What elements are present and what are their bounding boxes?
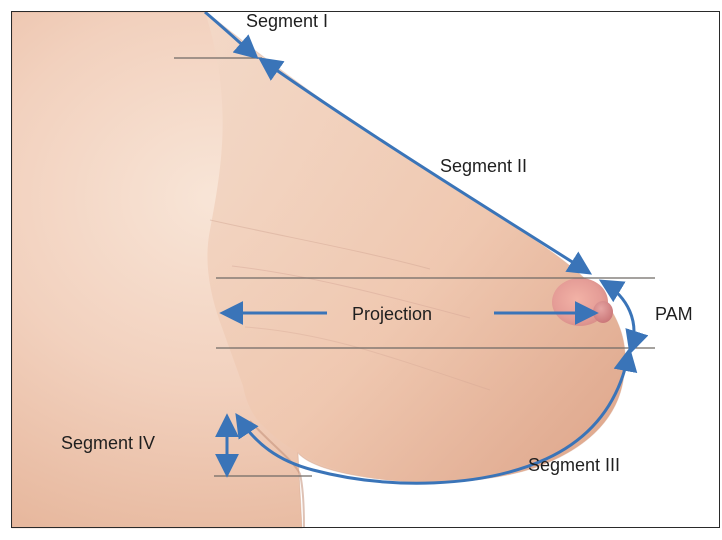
segment-iii-label: Segment III: [528, 455, 620, 475]
pam-label: PAM: [655, 304, 693, 324]
segment-i-label: Segment I: [246, 11, 328, 31]
segment-iv-label: Segment IV: [61, 433, 155, 453]
nipple: [593, 301, 613, 323]
projection-label: Projection: [352, 304, 432, 324]
segment-ii-label: Segment II: [440, 156, 527, 176]
